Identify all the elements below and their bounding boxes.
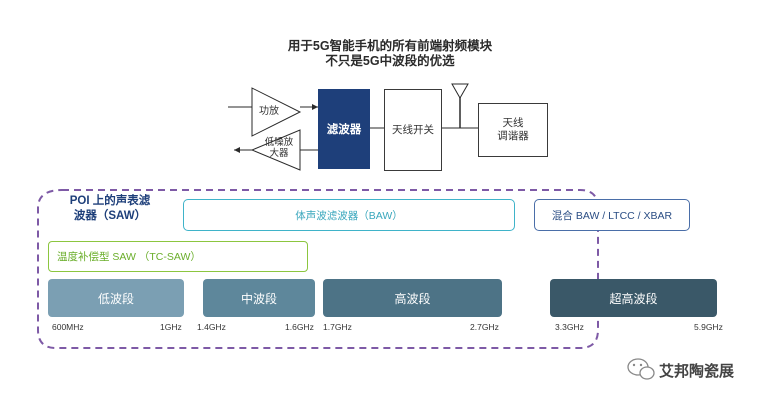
wechat-icon <box>627 358 655 380</box>
freq-low-start: 600MHz <box>52 322 84 332</box>
mixed-label: 混合 BAW / LTCC / XBAR <box>551 209 673 222</box>
pa-label: 功放 <box>259 106 279 117</box>
filter-label: 滤波器 <box>326 124 362 136</box>
pa-amplifier-shape <box>251 87 302 137</box>
band-low-label: 低波段 <box>97 291 134 306</box>
poi-saw-label: POI 上的声表滤 波器（SAW） <box>55 194 165 224</box>
tuner-label-line-1: 天线 <box>502 117 524 129</box>
freq-mid-end: 1.6GHz <box>285 322 314 332</box>
baw-label: 体声波滤波器（BAW） <box>295 209 403 222</box>
filter-block: 滤波器 <box>318 89 370 169</box>
poi-dashed-outline <box>37 189 599 349</box>
freq-low-end: 1GHz <box>160 322 182 332</box>
baw-technology-box: 体声波滤波器（BAW） <box>183 199 515 231</box>
band-mid: 中波段 <box>203 279 315 317</box>
freq-high-end: 2.7GHz <box>470 322 499 332</box>
mixed-technology-box: 混合 BAW / LTCC / XBAR <box>534 199 690 231</box>
poi-saw-label-line-1: POI 上的声表滤 <box>69 195 151 207</box>
tuner-label-line-2: 调谐器 <box>497 130 529 142</box>
poi-saw-label-line-2: 波器（SAW） <box>73 210 147 222</box>
title-line-2: 不只是5G中波段的优选 <box>325 54 455 68</box>
lna-label-line-1: 低噪放 <box>264 137 294 148</box>
lna-label-line-2: 大器 <box>269 148 289 159</box>
antenna-tuner-block: 天线 调谐器 <box>478 103 548 157</box>
tc-saw-label: 温度补偿型 SAW （TC-SAW） <box>57 251 201 263</box>
band-low: 低波段 <box>48 279 184 317</box>
band-high: 高波段 <box>323 279 502 317</box>
freq-ultra-end: 5.9GHz <box>694 322 723 332</box>
antenna-icon <box>451 83 469 100</box>
freq-ultra-start: 3.3GHz <box>555 322 584 332</box>
band-mid-label: 中波段 <box>240 291 277 306</box>
watermark-text: 艾邦陶瓷展 <box>659 363 735 380</box>
antenna-switch-label: 天线开关 <box>392 123 434 136</box>
antenna-switch-block: 天线开关 <box>384 89 442 171</box>
band-ultra-high: 超高波段 <box>550 279 717 317</box>
freq-mid-start: 1.4GHz <box>197 322 226 332</box>
freq-high-start: 1.7GHz <box>323 322 352 332</box>
tc-saw-technology-box: 温度补偿型 SAW （TC-SAW） <box>48 241 308 272</box>
title-line-1: 用于5G智能手机的所有前端射频模块 <box>287 39 493 53</box>
band-high-label: 高波段 <box>394 291 431 306</box>
band-ultra-high-label: 超高波段 <box>609 291 658 306</box>
